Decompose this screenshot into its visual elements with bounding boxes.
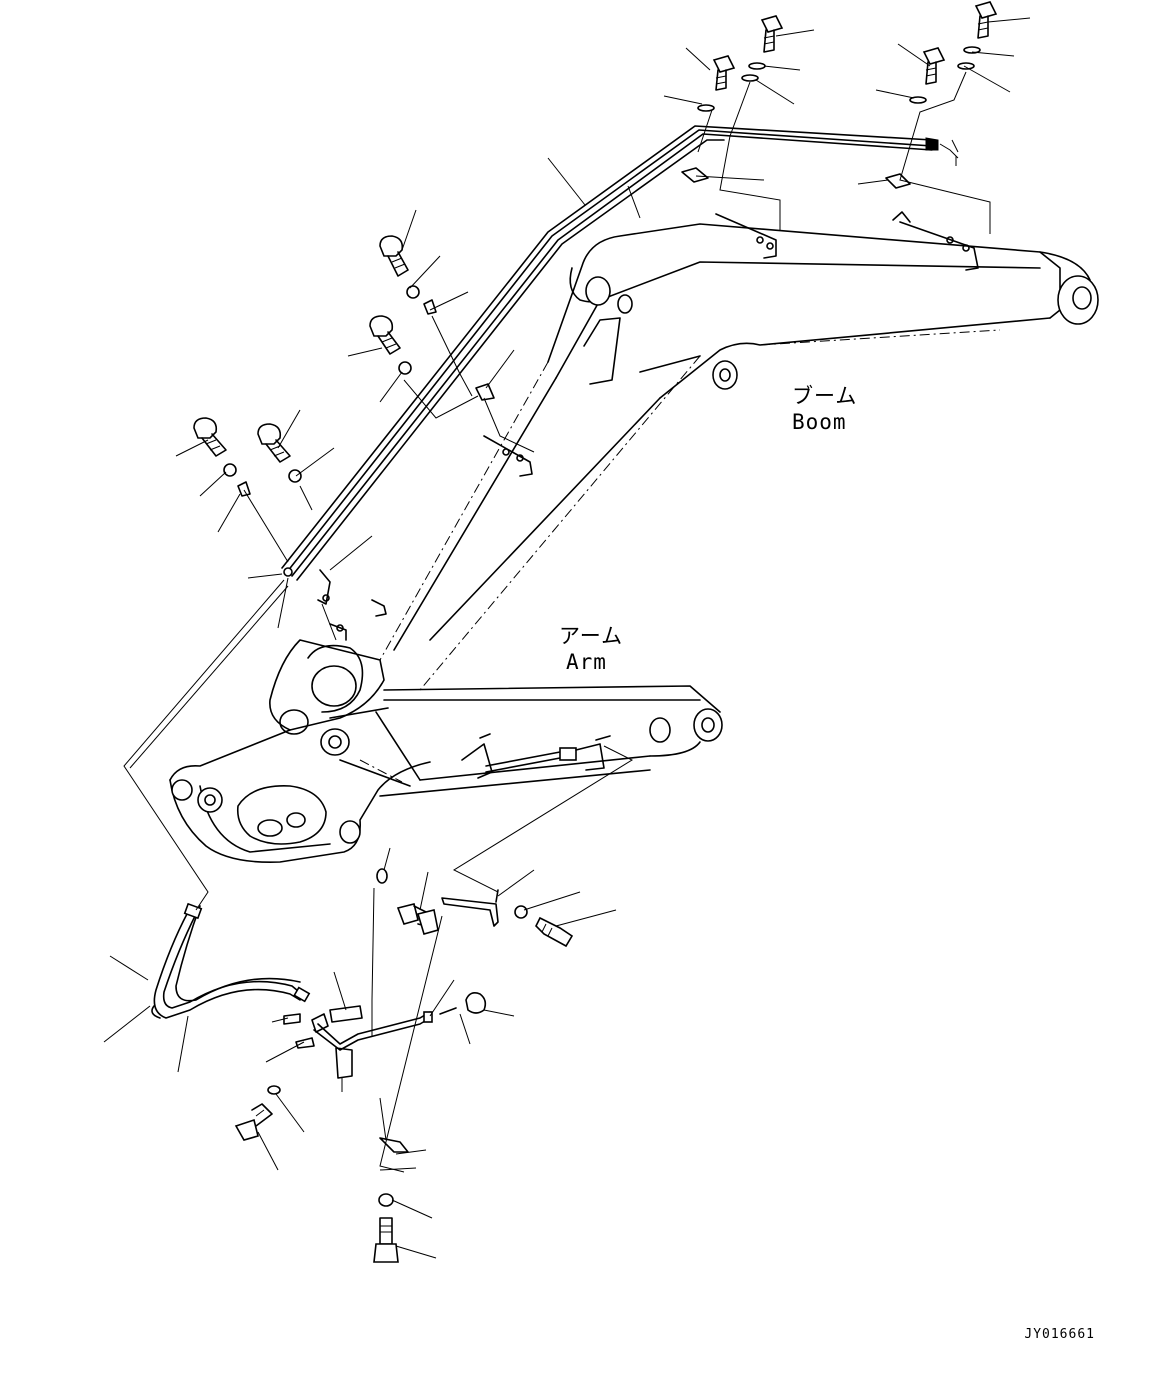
bolt-lower-1 [234, 1103, 273, 1141]
bolt-boom-1 [379, 235, 420, 299]
bolt-arm-1 [376, 868, 439, 935]
bolt-boom-3 [193, 417, 237, 477]
bolt-lower-2 [373, 1217, 399, 1263]
bolt-arm-2 [514, 905, 574, 948]
leader-lines [103, 17, 1031, 1259]
nut-cap [439, 992, 487, 1015]
bolt-top-3 [697, 55, 736, 112]
lower-pipe [311, 1011, 433, 1051]
arm-label-en: Arm [566, 650, 607, 674]
drawing-id: JY016661 [1024, 1327, 1095, 1342]
bracket-arm [441, 889, 499, 927]
pipe-clamps [237, 167, 911, 605]
arm-label-jp: アーム [559, 624, 624, 648]
bolt-boom-4 [257, 423, 302, 483]
arm-outline [169, 639, 723, 863]
lower-clamps [267, 1005, 409, 1207]
lower-hoses [151, 902, 311, 1019]
boom-outline [379, 223, 1099, 691]
boom-label-jp: ブーム [792, 384, 858, 408]
boom-top-brackets [329, 211, 979, 641]
arm-fitting-assembly [461, 733, 611, 779]
boom-pipes [281, 125, 939, 581]
bolt-boom-2 [369, 315, 412, 375]
boom-label-en: Boom [792, 410, 847, 434]
bolt-top-2 [957, 1, 998, 70]
bolt-top-4 [909, 47, 946, 104]
bolt-top-1 [741, 15, 784, 82]
